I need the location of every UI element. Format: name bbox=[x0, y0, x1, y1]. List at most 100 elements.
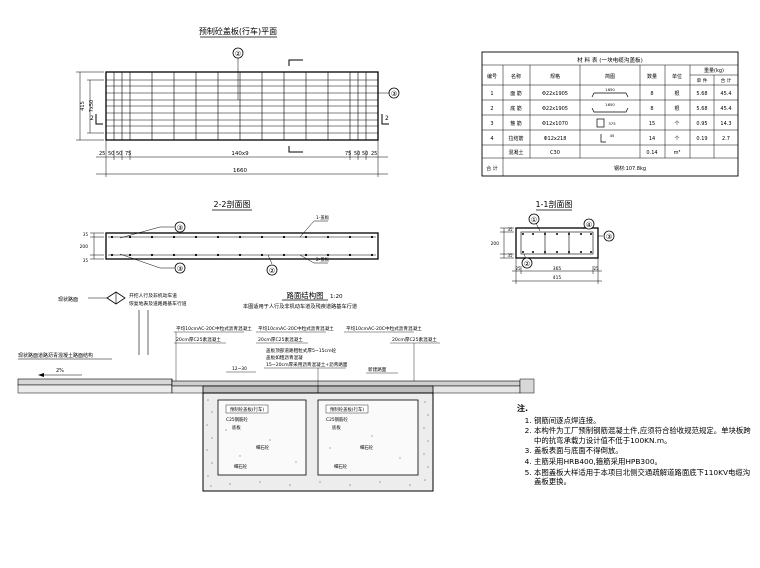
svg-text:箍 筋: 箍 筋 bbox=[510, 120, 522, 127]
svg-text:8: 8 bbox=[650, 91, 653, 97]
svg-text:Φ22x1905: Φ22x1905 bbox=[542, 106, 568, 112]
svg-text:375: 375 bbox=[608, 121, 616, 126]
box-label-left-1: C25钢筋砼 bbox=[226, 416, 248, 423]
svg-text:面 筋: 面 筋 bbox=[510, 90, 522, 97]
section22-callout-3a bbox=[174, 221, 186, 233]
svg-text:15: 15 bbox=[649, 121, 655, 127]
svg-text:Φ12x1070: Φ12x1070 bbox=[542, 121, 568, 127]
svg-text:35: 35 bbox=[507, 253, 513, 258]
section22-slab bbox=[105, 232, 379, 260]
plan-dim-left-4: 75 bbox=[125, 151, 131, 157]
svg-text:14: 14 bbox=[649, 136, 655, 142]
svg-text:2: 2 bbox=[490, 106, 493, 112]
plan-dim-right-2: 50 bbox=[354, 151, 360, 157]
svg-text:拉结筋: 拉结筋 bbox=[508, 135, 523, 142]
section22-callout-2 bbox=[266, 264, 278, 276]
box-label-right-3: 细石砼 bbox=[360, 444, 374, 451]
note-item: 主筋采用HRB400,箍筋采用HPB300。 bbox=[534, 457, 755, 467]
svg-text:3: 3 bbox=[490, 121, 493, 127]
svg-text:底 筋: 底 筋 bbox=[510, 105, 522, 112]
table-row: 3 箍 筋 Φ12x1070 375 15 个 0.95 14.3 bbox=[490, 120, 731, 127]
svg-text:415: 415 bbox=[553, 275, 562, 281]
svg-text:③: ③ bbox=[606, 233, 612, 241]
layer-label-4: 20cm厚C25素混凝土 bbox=[258, 336, 303, 343]
table-row: 1 面 筋 Φ22x1905 1650 8 根 5.68 45.4 bbox=[490, 87, 731, 97]
notes: 注. 钢筋间逐点焊连接。 本构件为工厂预制钢筋混凝土件,应须符合验收规范规定。单… bbox=[517, 404, 755, 488]
plan-dim-height-outer: 415 bbox=[80, 101, 86, 111]
svg-text:Φ22x1905: Φ22x1905 bbox=[542, 91, 568, 97]
svg-text:35: 35 bbox=[83, 232, 89, 237]
table-header-total-weight: 合 计 bbox=[721, 77, 732, 84]
svg-text:45.4: 45.4 bbox=[720, 106, 731, 112]
svg-text:Φ12x218: Φ12x218 bbox=[544, 136, 567, 142]
plan-dim-total: 1660 bbox=[233, 168, 247, 174]
plan-callout-2 bbox=[232, 47, 244, 59]
plan-longitudinal-bars bbox=[106, 79, 378, 134]
svg-text:m³: m³ bbox=[674, 150, 681, 156]
cover-label-left: 预制砼盖板(行车) bbox=[230, 406, 264, 413]
box-label-left-3: 细石砼 bbox=[256, 444, 270, 451]
slope-mid-label: 12~30 bbox=[232, 366, 247, 372]
svg-text:根: 根 bbox=[674, 90, 679, 97]
svg-text:①: ① bbox=[531, 216, 537, 224]
svg-text:个: 个 bbox=[674, 121, 679, 127]
svg-text:200: 200 bbox=[491, 241, 500, 247]
cover-label-right: 预制砼盖板(行车) bbox=[330, 406, 364, 413]
plan-dim-right-4: 25 bbox=[371, 151, 377, 157]
svg-text:1650: 1650 bbox=[605, 87, 615, 92]
box-label-right-4: 细石砼 bbox=[334, 463, 348, 470]
flag-text-1: 开挖人行及非机动车道 bbox=[129, 292, 177, 299]
plan-view: 预制砼盖板(行车)平面 bbox=[76, 26, 400, 177]
svg-text:25: 25 bbox=[593, 266, 599, 271]
notes-heading: 注. bbox=[517, 404, 529, 413]
existing-road-label: 现状路面道路沥青混凝土路面结构 bbox=[18, 352, 93, 359]
svg-text:C30: C30 bbox=[550, 150, 560, 156]
section22-title: 2-2剖面图 bbox=[213, 199, 250, 209]
svg-text:混凝土: 混凝土 bbox=[508, 149, 523, 156]
layer-label-5: 平均10cmAC-20C中粒式沥青混凝土 bbox=[346, 325, 422, 332]
table-header-qty: 数量 bbox=[647, 73, 657, 80]
note-item: 盖板表面与底面不得倒放。 bbox=[534, 446, 755, 456]
plan-dim-left-1: 25 bbox=[99, 151, 105, 157]
plan-section-mark-left: 2 bbox=[90, 115, 94, 122]
svg-text:35: 35 bbox=[83, 258, 89, 263]
svg-text:4: 4 bbox=[490, 136, 493, 142]
svg-text:③: ③ bbox=[177, 224, 183, 232]
layer-label-2: 20cm厚C25素混凝土 bbox=[176, 336, 221, 343]
table-header-no: 编号 bbox=[487, 73, 497, 80]
section-1-1: 1-1剖面图 ① ④ ③ ② bbox=[491, 199, 615, 284]
slope-label: 2% bbox=[56, 368, 64, 374]
svg-text:0.95: 0.95 bbox=[696, 121, 707, 127]
section11-callout-4 bbox=[583, 218, 595, 230]
svg-text:0.19: 0.19 bbox=[696, 136, 707, 142]
svg-text:1: 1 bbox=[490, 91, 493, 97]
svg-text:根: 根 bbox=[674, 105, 679, 112]
svg-text:200: 200 bbox=[80, 244, 89, 250]
table-header-sketch: 简图 bbox=[605, 73, 615, 80]
new-road-layer bbox=[171, 380, 521, 387]
pavement-scale: 1:20 bbox=[330, 294, 343, 300]
svg-text:③: ③ bbox=[391, 90, 397, 98]
sketch-bottom-bar bbox=[591, 107, 629, 113]
plan-dim-height-inner: 7x50 bbox=[89, 100, 95, 113]
layer-label-1: 平均10cmAC-20C中粒式沥青混凝土 bbox=[176, 325, 252, 332]
section11-slab bbox=[515, 227, 599, 259]
plan-callout-3 bbox=[388, 87, 400, 99]
box-label-right-2: 底板 bbox=[332, 424, 341, 431]
plan-stirrups bbox=[113, 72, 367, 140]
table-header-name: 名称 bbox=[511, 73, 521, 80]
sketch-top-bar bbox=[591, 92, 629, 98]
note-item: 本图盖板大样适用于本项目北侧交通疏解道路面底下110KV电缆沟盖板更换。 bbox=[534, 468, 755, 487]
section22-leader-2: 2-盖板 bbox=[316, 256, 330, 263]
svg-text:35: 35 bbox=[507, 227, 513, 232]
svg-text:1650: 1650 bbox=[605, 102, 615, 107]
table-header-weight: 重量(kg) bbox=[704, 67, 724, 74]
note-item: 钢筋间逐点焊连接。 bbox=[534, 416, 755, 426]
svg-text:0.14: 0.14 bbox=[646, 150, 657, 156]
plan-dim-left-3: 50 bbox=[116, 151, 122, 157]
table-total-label: 合 计 bbox=[486, 165, 498, 172]
svg-text:5.68: 5.68 bbox=[696, 91, 707, 97]
section11-callout-3 bbox=[603, 230, 615, 242]
section11-callout-1 bbox=[528, 213, 540, 225]
svg-text:②: ② bbox=[269, 267, 275, 275]
